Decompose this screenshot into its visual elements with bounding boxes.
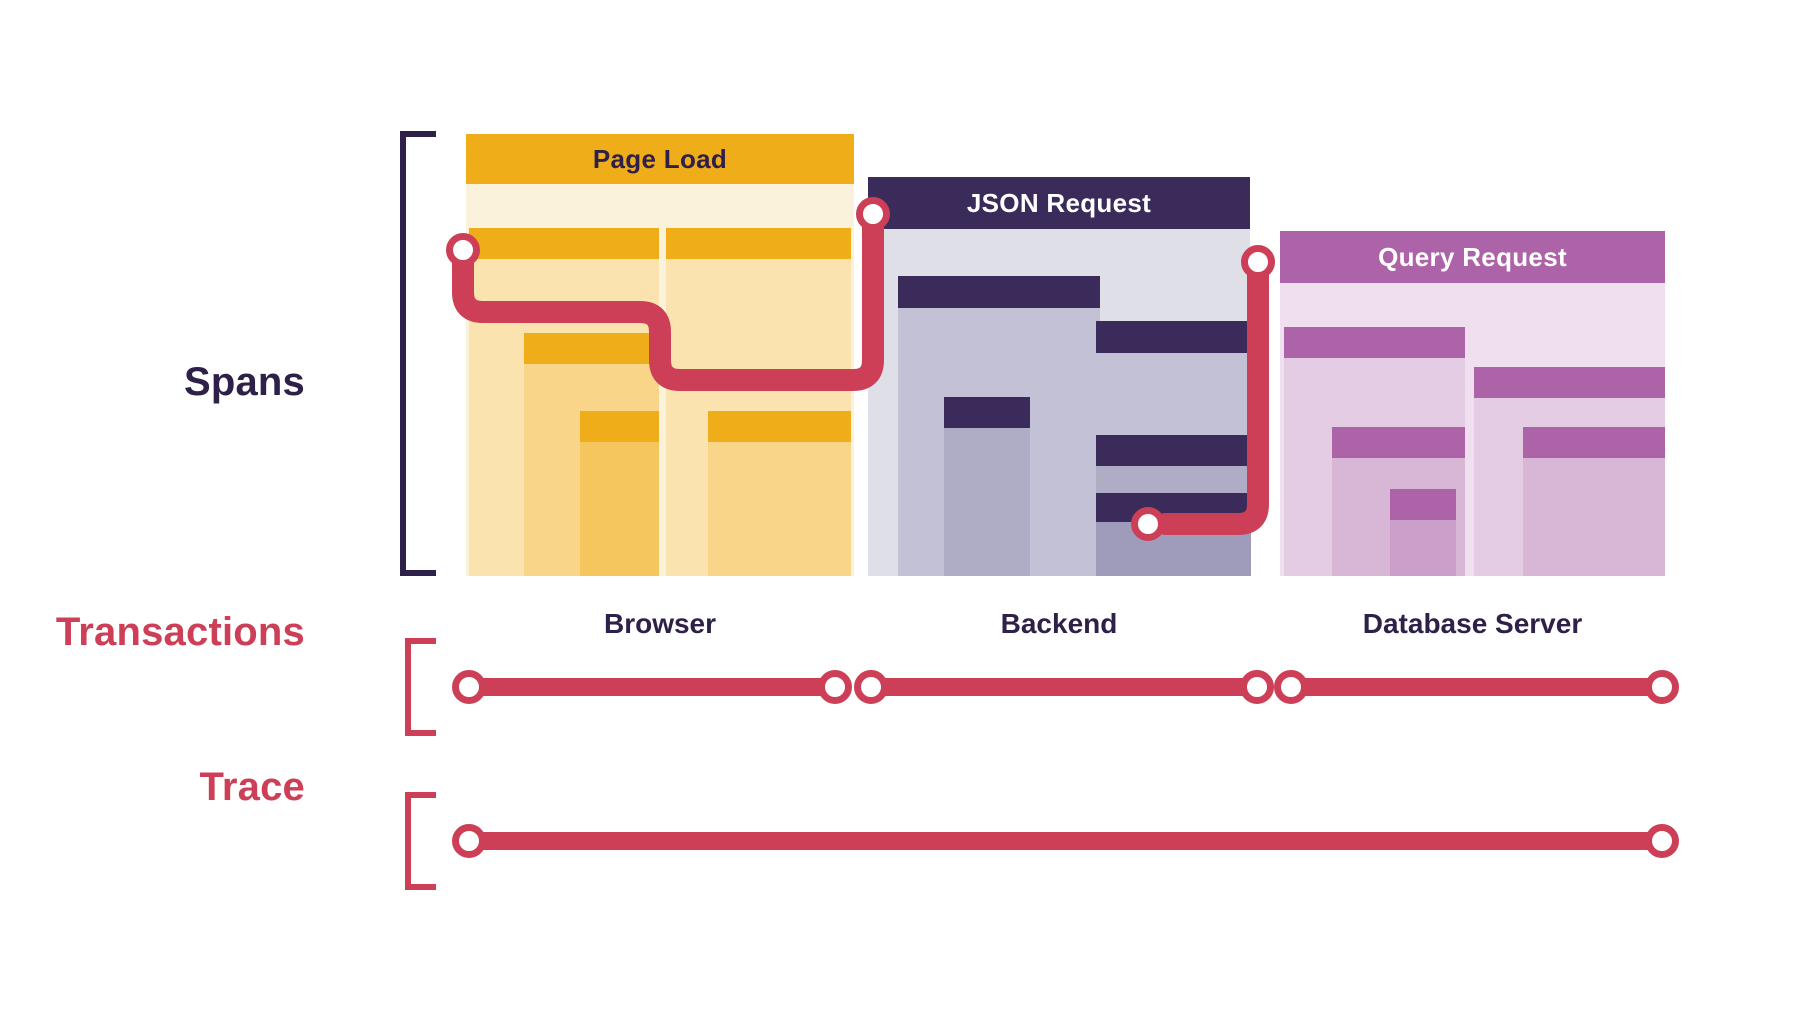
- connector-node-backend-db-call: [1131, 507, 1165, 541]
- transactions-bracket: [405, 638, 436, 736]
- span-bar-head: [898, 276, 1100, 308]
- service-block-backend: JSON Request: [868, 177, 1251, 576]
- span-bar-head: [524, 333, 659, 364]
- span-col-backend-5: [1096, 493, 1251, 576]
- span-bar-head: [1096, 321, 1251, 353]
- transaction-header-query-request: Query Request: [1280, 231, 1665, 283]
- transaction-node-browser-end: [818, 670, 852, 704]
- connector-node-browser-start: [446, 233, 480, 267]
- service-caption-database: Database Server: [1362, 608, 1583, 639]
- service-block-database: Query Request: [1280, 231, 1665, 576]
- transaction-node-database-start: [1274, 670, 1308, 704]
- span-bar-head: [1390, 489, 1456, 520]
- span-bar-head: [1096, 435, 1251, 466]
- span-bar-head: [1332, 427, 1465, 458]
- row-label-trace: Trace: [199, 765, 305, 809]
- span-bar-head: [1523, 427, 1665, 458]
- service-caption-backend: Backend: [1000, 608, 1118, 639]
- span-bar-head: [1474, 367, 1665, 398]
- spans-bracket: [400, 131, 436, 576]
- transaction-node-browser-start: [452, 670, 486, 704]
- connector-node-database-start: [1241, 245, 1275, 279]
- span-body-backend: [868, 229, 1251, 576]
- trace-node-start: [452, 824, 486, 858]
- span-col-database-5: [1390, 489, 1456, 576]
- row-label-transactions: Transactions: [55, 610, 305, 654]
- trace-line: [462, 832, 1654, 850]
- transaction-line-backend: [864, 678, 1254, 696]
- span-col-backend-3: [944, 397, 1030, 576]
- trace-node-end: [1645, 824, 1679, 858]
- span-bar-head: [944, 397, 1030, 428]
- connector-node-backend-start: [856, 197, 890, 231]
- span-bar-head: [580, 411, 659, 442]
- transaction-header-json-request: JSON Request: [868, 177, 1250, 229]
- span-bar-head: [1284, 327, 1465, 358]
- transaction-line-browser: [462, 678, 830, 696]
- span-bar-head: [1096, 493, 1251, 522]
- transaction-node-backend-end: [1240, 670, 1274, 704]
- span-bar-head: [708, 411, 851, 442]
- service-caption-browser: Browser: [603, 608, 717, 639]
- transaction-node-database-end: [1645, 670, 1679, 704]
- transaction-header-page-load: Page Load: [466, 134, 854, 184]
- span-col-browser-4: [708, 411, 851, 576]
- span-body-database: [1280, 283, 1665, 576]
- span-bar-head: [666, 228, 851, 259]
- service-block-browser: Page Load: [466, 134, 854, 576]
- span-col-browser-5: [580, 411, 659, 576]
- row-label-spans: Spans: [183, 360, 305, 404]
- span-body-browser: [466, 184, 854, 576]
- span-bar-head: [469, 228, 659, 259]
- transaction-line-database: [1284, 678, 1664, 696]
- trace-bracket: [405, 792, 436, 890]
- span-col-database-4: [1523, 427, 1665, 576]
- transaction-node-backend-start: [854, 670, 888, 704]
